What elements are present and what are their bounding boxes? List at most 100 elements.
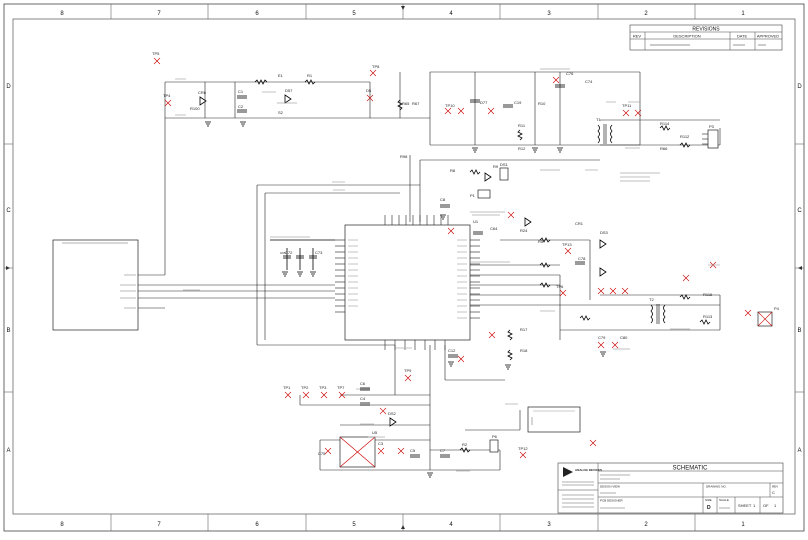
of-label: OF [763, 503, 769, 508]
row-left-b: B [6, 328, 10, 334]
p4-label: P4 [774, 306, 780, 311]
ground-symbols [205, 121, 606, 478]
label-c12: C12 [448, 348, 456, 353]
thermistor-block [527, 406, 581, 433]
label-c75: C75 [318, 451, 326, 456]
label-tp9: TP9 [404, 368, 412, 373]
transformer-t2: T2 [649, 297, 666, 324]
center-arrow-bottom [401, 525, 405, 529]
external-connections-block: . [52, 239, 230, 331]
zone-bottom-4: 4 [449, 522, 453, 528]
center-arrow-right [798, 266, 802, 270]
u5-label: U5 [372, 430, 378, 435]
label-r12: R12 [518, 146, 526, 151]
p1-label: P1 [470, 193, 476, 198]
zone-top-6: 6 [255, 11, 259, 17]
u1-label: U1 [473, 219, 479, 224]
vref-capacitors: C65 [270, 239, 335, 270]
label-tp11: TP11 [622, 103, 632, 108]
size-value: D [707, 505, 711, 511]
zone-bottom-7: 7 [157, 522, 161, 528]
zone-bottom-6: 6 [255, 522, 259, 528]
label-c7: C7 [440, 448, 446, 453]
net-labels [175, 68, 720, 472]
label-tp4: TP4 [163, 93, 171, 98]
label-tp12: TP12 [518, 446, 528, 451]
revisions-col-rev: REV [633, 34, 642, 39]
label-r18: R18 [520, 348, 528, 353]
size-label: SIZE [705, 498, 712, 502]
label-r8: R8 [450, 168, 456, 173]
label-r11: R11 [518, 123, 526, 128]
pcb-designer-label: PCB DESIGNER [600, 499, 624, 503]
revisions-col-approved: APPROVED [757, 34, 779, 39]
passive-components [199, 79, 711, 458]
zone-bottom-2: 2 [644, 522, 648, 528]
label-c3: C3 [378, 441, 384, 446]
row-right-b: B [797, 328, 801, 334]
label-c79: C79 [598, 335, 606, 340]
label-tp3: TP3 [319, 385, 327, 390]
connector-p6: P6 [489, 434, 499, 453]
label-r67: R67 [412, 101, 420, 106]
zone-top-4: 4 [449, 11, 453, 17]
adi-logo-icon [563, 467, 573, 477]
label-r116: R116 [703, 292, 713, 297]
zone-bottom-3: 3 [547, 522, 551, 528]
revisions-title: REVISIONS [692, 27, 720, 33]
rev-label: REV [772, 485, 778, 489]
zone-bottom-5: 5 [352, 522, 356, 528]
label-tp10: TP10 [445, 103, 455, 108]
title-heading: SCHEMATIC [673, 466, 709, 472]
row-left-a: A [6, 448, 10, 454]
zone-dividers [4, 4, 804, 531]
label-cr6: CR6 [198, 90, 207, 95]
label-d57: D57 [285, 88, 293, 93]
label-cr1: CR1 [575, 221, 584, 226]
label-r10: R10 [538, 101, 546, 106]
center-arrow-top [401, 6, 405, 10]
zone-top-8: 8 [60, 11, 64, 17]
of-number: 1 [774, 503, 777, 508]
label-r2: R2 [462, 442, 468, 447]
label-e1: E1 [278, 73, 284, 78]
u1-ic: U1 [335, 215, 480, 350]
rev-value: C [772, 490, 775, 495]
p3-label: P3 [709, 124, 715, 129]
label-c74: C74 [585, 79, 593, 84]
label-c2: C2 [238, 104, 244, 109]
row-right-d: D [797, 84, 802, 90]
dni-components [153, 57, 752, 459]
label-c73: C73 [315, 250, 323, 255]
zone-top-5: 5 [352, 11, 356, 17]
connector-p3: P3 [702, 124, 719, 149]
label-tp13: TP13 [562, 242, 572, 247]
label-tp1: TP1 [283, 385, 291, 390]
drawing-no-label: DRAWING NO. [706, 485, 727, 489]
label-r66: R66 [660, 146, 668, 151]
row-left-d: D [6, 84, 11, 90]
label-r24: R24 [520, 228, 528, 233]
label-r9: R9 [493, 164, 499, 169]
center-arrow-left [6, 266, 10, 270]
label-c5: C5 [410, 448, 416, 453]
label-s2: S2 [278, 110, 284, 115]
label-c76: C76 [566, 71, 574, 76]
connector-p4: P4 [757, 306, 780, 327]
label-tp5: TP5 [152, 51, 160, 56]
label-r1: R1 [307, 73, 313, 78]
zone-bottom-1: 1 [741, 522, 745, 528]
svg-text:.: . [127, 271, 128, 275]
zone-top-2: 2 [644, 11, 648, 17]
label-tp7: TP7 [337, 385, 345, 390]
label-c64: C64 [490, 226, 498, 231]
design-view-label: DESIGN VIEW [600, 485, 620, 489]
p6-label: P6 [492, 434, 498, 439]
zone-top-3: 3 [547, 11, 551, 17]
label-r112: R112 [680, 134, 690, 139]
label-d5: D5 [366, 88, 372, 93]
label-ds3: DS3 [600, 230, 609, 235]
sheet-number: 1 [753, 503, 756, 508]
